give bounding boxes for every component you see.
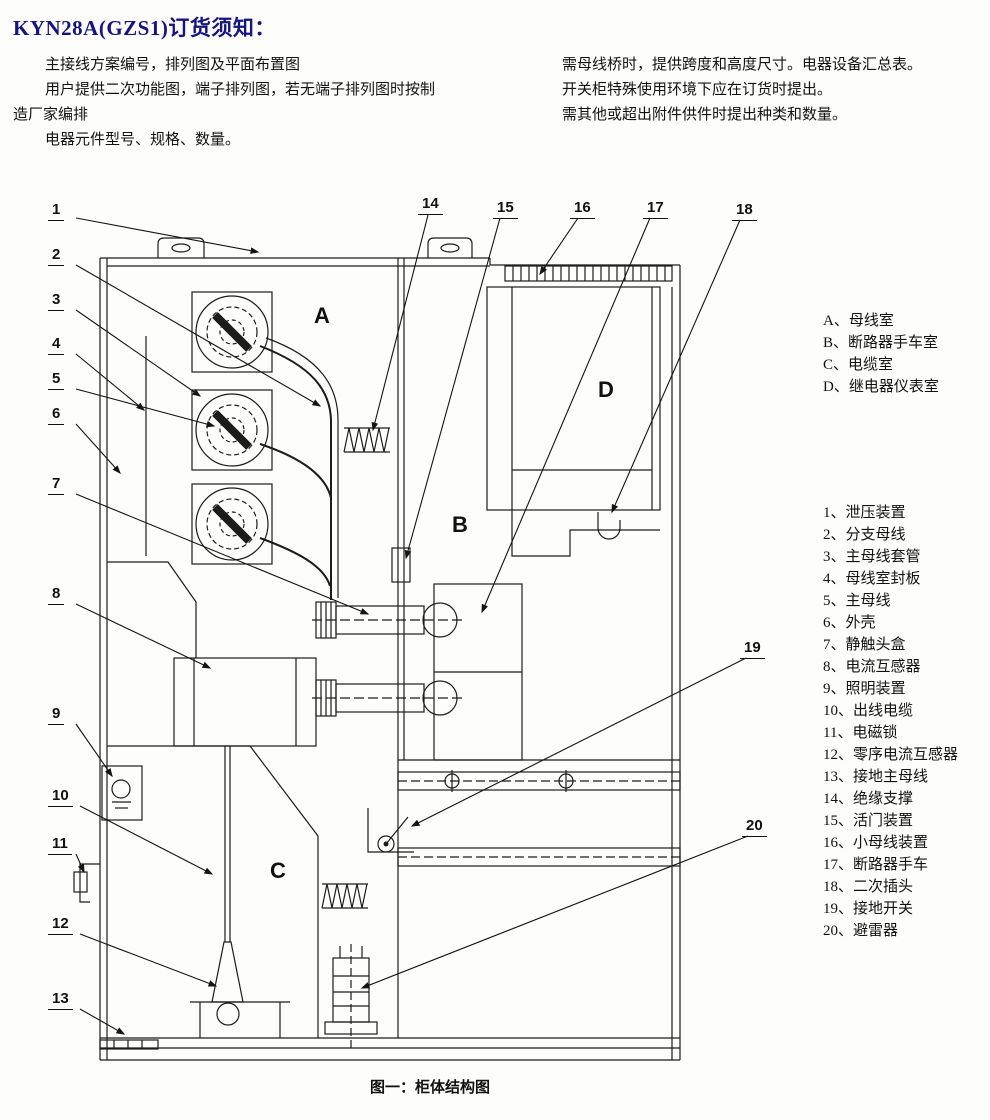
callout-19: 19 — [740, 640, 765, 659]
legend-item: 17、断路器手车 — [823, 857, 929, 873]
callout-3: 3 — [48, 292, 65, 311]
note-line: 需母线桥时，提供跨度和高度尺寸。电器设备汇总表。 — [562, 57, 923, 73]
note-line: 用户提供二次功能图，端子排列图，若无端子排列图时按制 — [45, 82, 436, 98]
legend-item: 1、泄压装置 — [823, 505, 906, 521]
note-line: 需其他或超出附件供件时提出种类和数量。 — [562, 107, 848, 123]
callout-17: 17 — [643, 200, 668, 219]
callout-4: 4 — [48, 336, 65, 355]
legend-item: 20、避雷器 — [823, 923, 899, 939]
ordering-notes-right: 需母线桥时，提供跨度和高度尺寸。电器设备汇总表。 开关柜特殊使用环境下应在订货时… — [562, 53, 987, 128]
legend-item: 5、主母线 — [823, 593, 891, 609]
legend-item: 6、外壳 — [823, 615, 876, 631]
legend-item: 8、电流互感器 — [823, 659, 921, 675]
compartment-label-B: B — [452, 512, 468, 537]
callout-12: 12 — [48, 916, 73, 935]
callout-8: 8 — [48, 586, 65, 605]
legend-item: 9、照明装置 — [823, 681, 906, 697]
legend-item: B、断路器手车室 — [823, 335, 939, 351]
callout-11: 11 — [48, 836, 72, 855]
legend-item: 18、二次插头 — [823, 879, 914, 895]
legend-item: D、继电器仪表室 — [823, 379, 939, 395]
cabinet-outline — [73, 237, 681, 1061]
callout-16: 16 — [570, 200, 595, 219]
legend-item: 13、接地主母线 — [823, 769, 929, 785]
callout-14: 14 — [418, 196, 443, 215]
callout-9: 9 — [48, 706, 65, 725]
legend-item: 16、小母线装置 — [823, 835, 929, 851]
page-title: KYN28A(GZS1)订货须知： — [13, 16, 276, 40]
compartment-label-C: C — [270, 858, 286, 883]
note-line: 电器元件型号、规格、数量。 — [45, 132, 241, 148]
legend-item: A、母线室 — [823, 313, 894, 329]
callout-6: 6 — [48, 406, 65, 425]
parts-legend: 1、泄压装置 2、分支母线 3、主母线套管 4、母线室封板 5、主母线 6、外壳… — [823, 502, 958, 942]
callout-13: 13 — [48, 991, 73, 1010]
legend-item: 12、零序电流互感器 — [823, 747, 959, 763]
callout-10: 10 — [48, 788, 73, 807]
callout-20: 20 — [742, 818, 767, 837]
ordering-notes-left: 主接线方案编号，排列图及平面布置图 用户提供二次功能图，端子排列图，若无端子排列… — [13, 53, 548, 153]
legend-item: 19、接地开关 — [823, 901, 914, 917]
callout-15: 15 — [493, 200, 518, 219]
legend-item: 14、绝缘支撑 — [823, 791, 914, 807]
compartment-label-A: A — [314, 303, 330, 328]
callout-leader-lines — [75, 214, 749, 1035]
figure-caption: 图一：柜体结构图 — [369, 1080, 490, 1096]
callout-18: 18 — [732, 202, 757, 221]
compartment-legend: A、母线室 B、断路器手车室 C、电缆室 D、继电器仪表室 — [823, 310, 939, 398]
compartment-label-D: D — [598, 377, 614, 402]
note-line: 造厂家编排 — [13, 107, 89, 123]
legend-item: 3、主母线套管 — [823, 549, 921, 565]
callout-5: 5 — [48, 371, 65, 390]
legend-item: C、电缆室 — [823, 357, 894, 373]
note-line: 主接线方案编号，排列图及平面布置图 — [45, 57, 301, 73]
note-line: 开关柜特殊使用环境下应在订货时提出。 — [562, 82, 833, 98]
legend-item: 4、母线室封板 — [823, 571, 921, 587]
callout-1: 1 — [48, 202, 65, 221]
legend-item: 11、电磁锁 — [823, 725, 898, 741]
callout-7: 7 — [48, 476, 65, 495]
legend-item: 2、分支母线 — [823, 527, 906, 543]
callout-2: 2 — [48, 247, 65, 266]
legend-item: 7、静触头盒 — [823, 637, 906, 653]
legend-item: 10、出线电缆 — [823, 703, 914, 719]
legend-item: 15、活门装置 — [823, 813, 914, 829]
